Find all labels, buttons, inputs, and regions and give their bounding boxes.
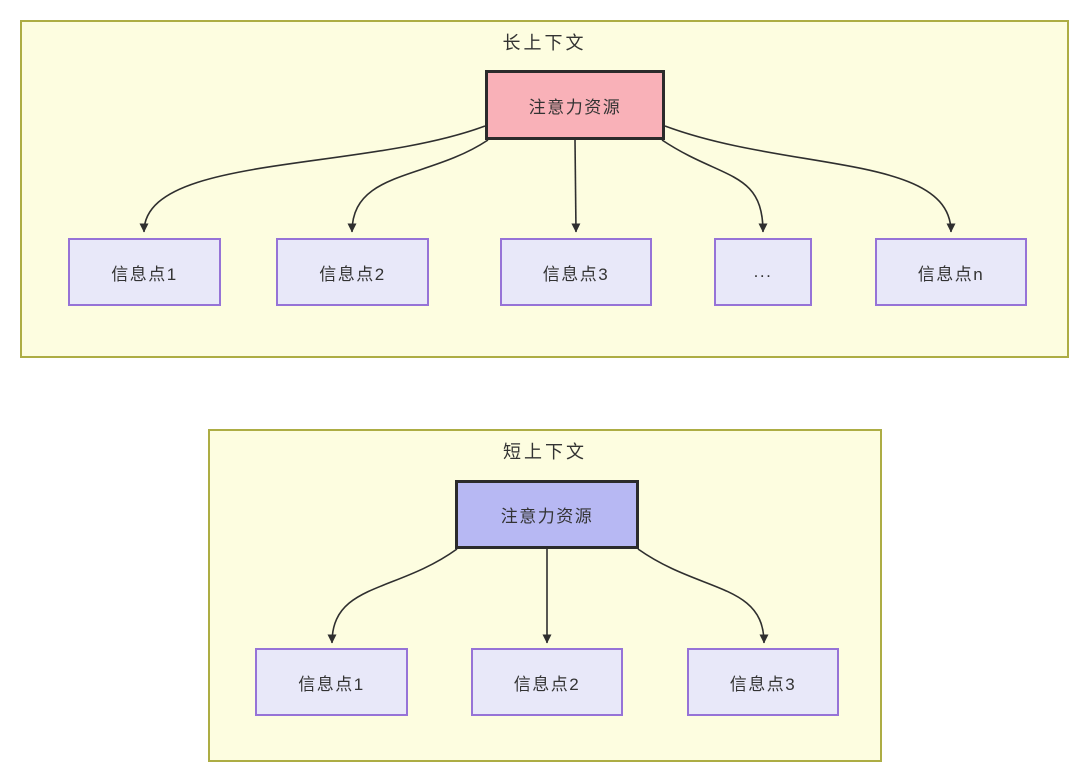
panel-long-context: 长上下文 注意力资源 信息点1 信息点2 信息点3 ...	[20, 20, 1069, 358]
node-info-point-3-short: 信息点3	[687, 648, 839, 716]
node-info-point-1-short: 信息点1	[255, 648, 408, 716]
node-attention-resource-long: 注意力资源	[485, 70, 665, 140]
node-label: 信息点n	[917, 264, 985, 284]
arrow-to-info3	[637, 548, 769, 644]
node-label: 信息点1	[298, 674, 365, 694]
arrow-to-info1	[327, 548, 458, 644]
panel-short-title: 短上下文	[503, 442, 587, 462]
arrow-to-ellipsis	[661, 139, 768, 233]
node-label: 信息点3	[729, 674, 797, 694]
node-label: 注意力资源	[528, 97, 622, 117]
panel-short-context: 短上下文 注意力资源 信息点1 信息点2 信息点3	[208, 429, 882, 762]
node-label: 信息点3	[542, 264, 610, 284]
node-label: 信息点1	[111, 264, 178, 284]
node-label: 注意力资源	[500, 507, 594, 526]
node-info-point-n: 信息点n	[875, 238, 1027, 306]
node-info-point-ellipsis: ...	[714, 238, 812, 306]
panel-long-title: 长上下文	[502, 33, 587, 53]
node-info-point-2-long: 信息点2	[276, 238, 429, 306]
node-info-point-2-short: 信息点2	[471, 648, 623, 716]
node-attention-resource-short: 注意力资源	[455, 480, 639, 549]
arrow-to-info1	[139, 125, 486, 233]
arrow-to-info-n	[664, 125, 956, 233]
node-label: ...	[753, 262, 773, 281]
arrow-to-info2	[347, 139, 489, 233]
arrow-to-info3	[571, 139, 581, 233]
node-info-point-1-long: 信息点1	[68, 238, 221, 306]
node-label: 信息点2	[319, 264, 386, 284]
node-label: 信息点2	[513, 674, 581, 694]
node-info-point-3-long: 信息点3	[500, 238, 652, 306]
